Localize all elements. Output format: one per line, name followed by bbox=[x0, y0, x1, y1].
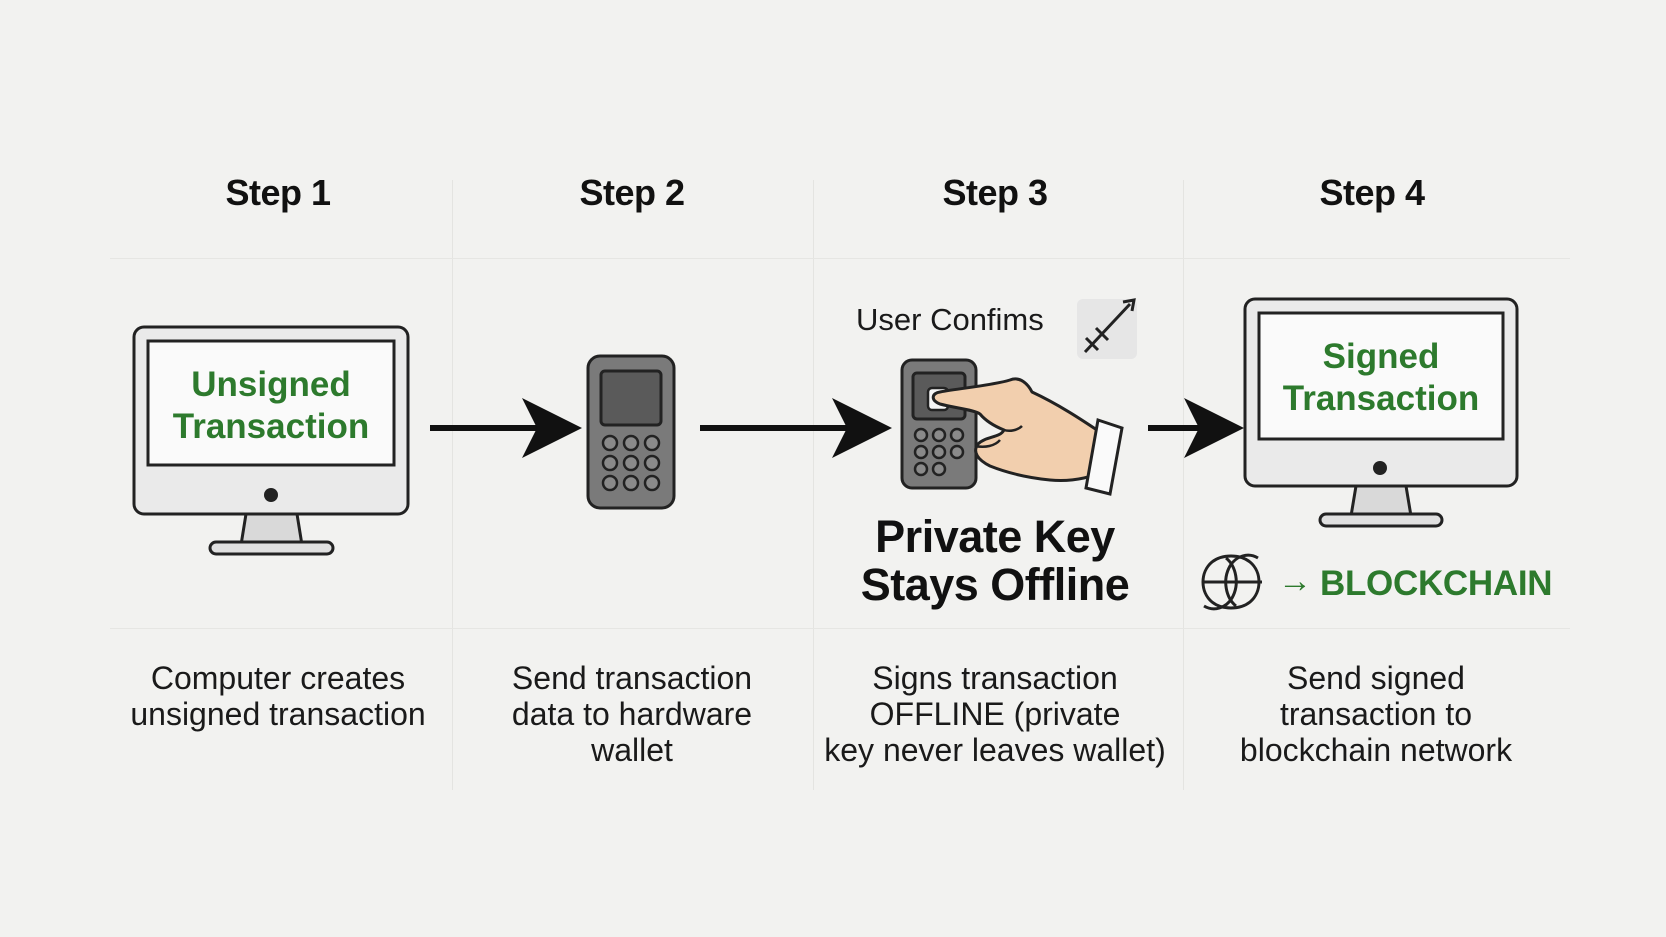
finger-press-hardware-wallet-icon bbox=[900, 358, 1124, 496]
blockchain-arrow: → bbox=[1278, 562, 1312, 600]
step-3-title: Step 3 bbox=[942, 172, 1048, 213]
caption-line: Send signed bbox=[1287, 660, 1465, 696]
step-4-caption: Send signed transaction to blockchain ne… bbox=[1196, 660, 1556, 768]
step-4-title: Step 4 bbox=[1319, 172, 1425, 213]
caption-line: Signs transaction bbox=[872, 660, 1118, 696]
desktop-monitor-icon bbox=[132, 325, 410, 556]
caption-rule bbox=[110, 628, 1570, 629]
step-1-title: Step 1 bbox=[225, 172, 331, 213]
caption-line: transaction to bbox=[1279, 696, 1473, 732]
step-4-screen-text: Signed Transaction bbox=[1259, 336, 1503, 420]
step-3-caption: Signs transaction OFFLINE (private key n… bbox=[815, 660, 1175, 768]
caption-line: unsigned transaction bbox=[130, 696, 426, 732]
step-2-title: Step 2 bbox=[579, 172, 685, 213]
private-key-line: Stays Offline bbox=[860, 559, 1130, 610]
caption-line: Computer creates bbox=[150, 660, 406, 696]
user-confirms-label: User Confims bbox=[856, 302, 1044, 337]
caption-line: data to hardware bbox=[511, 696, 753, 732]
caption-line: wallet bbox=[591, 732, 673, 768]
step-2-caption: Send transaction data to hardware wallet bbox=[452, 660, 812, 768]
header-rule bbox=[110, 258, 1570, 259]
screen-line: Unsigned bbox=[191, 365, 351, 404]
desktop-monitor-icon bbox=[1243, 297, 1519, 528]
caption-line: Send transaction bbox=[511, 660, 753, 696]
screen-line: Transaction bbox=[1282, 379, 1480, 418]
hardware-wallet-icon bbox=[586, 354, 676, 510]
pen-sign-icon bbox=[1077, 298, 1137, 359]
blockchain-chain-link-icon bbox=[1201, 553, 1262, 611]
step-1-caption: Computer creates unsigned transaction bbox=[98, 660, 458, 732]
column-divider bbox=[452, 180, 453, 790]
column-divider bbox=[1183, 180, 1184, 790]
column-divider bbox=[813, 180, 814, 790]
screen-line: Transaction bbox=[172, 407, 370, 446]
private-key-line: Private Key bbox=[875, 511, 1115, 562]
blockchain-label: BLOCKCHAIN bbox=[1320, 564, 1553, 603]
private-key-offline-label: Private Key Stays Offline bbox=[840, 513, 1150, 609]
step-1-screen-text: Unsigned Transaction bbox=[148, 364, 394, 448]
caption-line: key never leaves wallet) bbox=[824, 732, 1166, 768]
caption-line: OFFLINE (private bbox=[869, 696, 1121, 732]
caption-line: blockchain network bbox=[1239, 732, 1513, 768]
screen-line: Signed bbox=[1322, 337, 1440, 376]
